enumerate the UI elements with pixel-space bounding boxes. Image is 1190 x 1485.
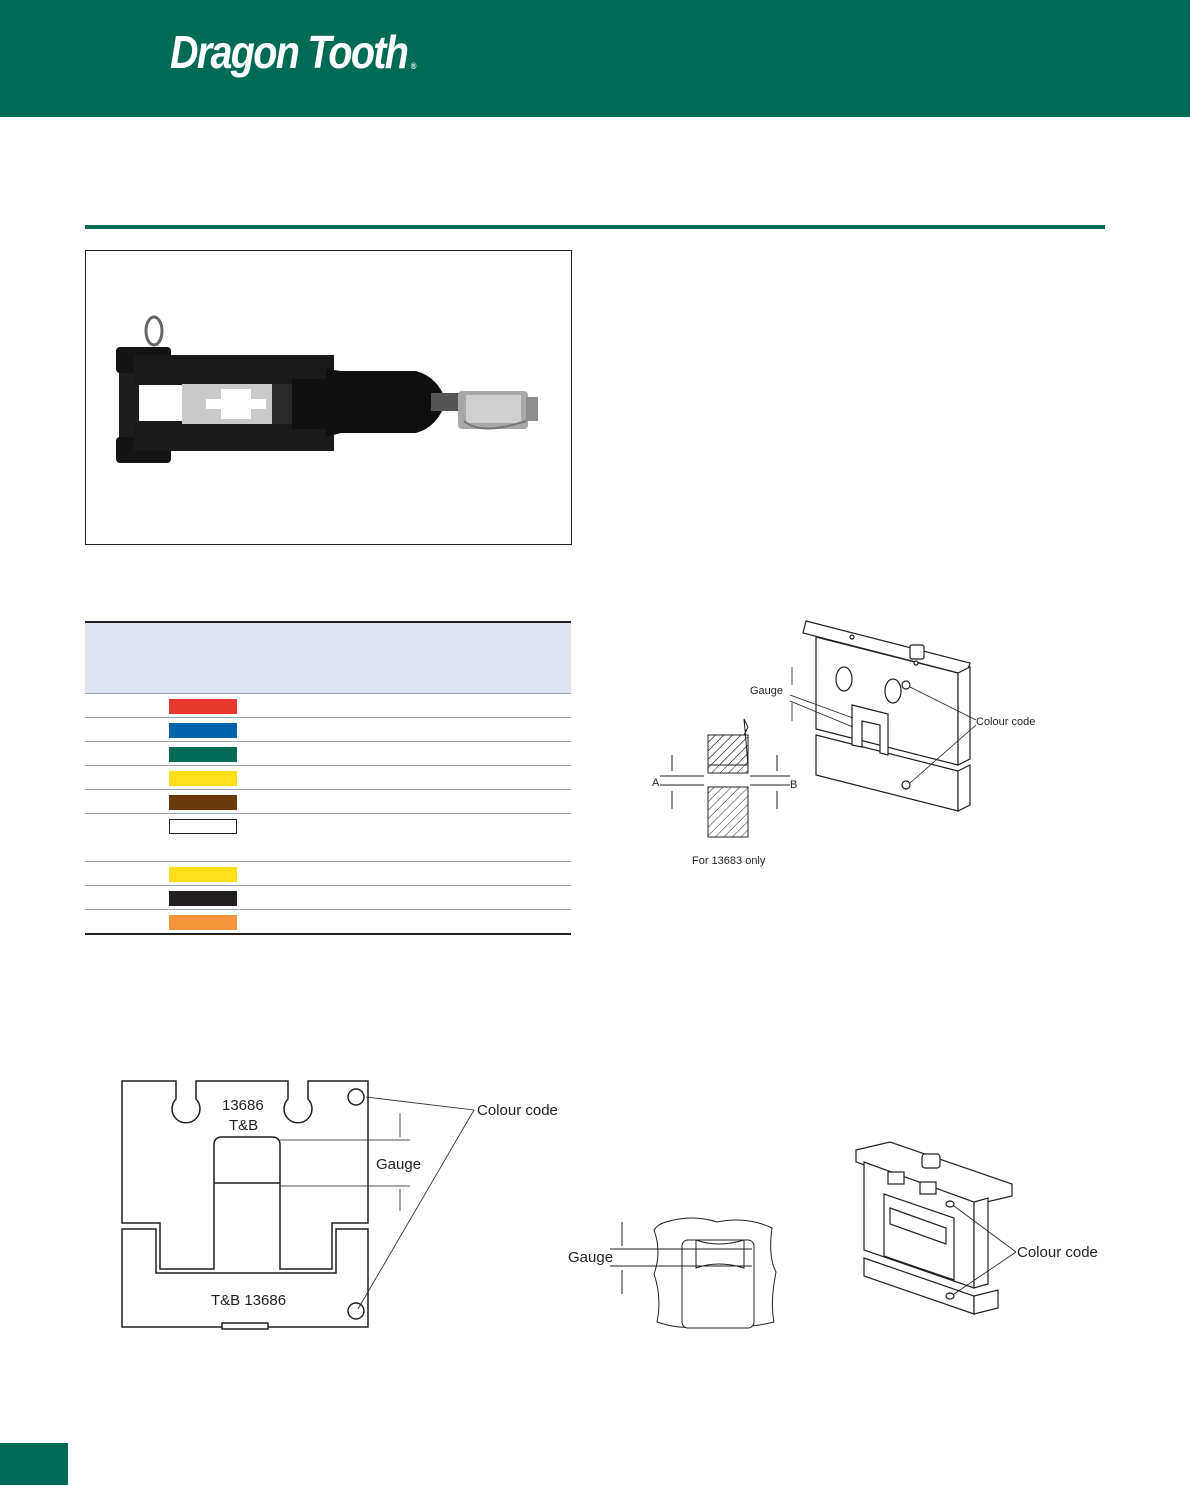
die-part-number-bottom: T&B 13686 [211, 1292, 286, 1309]
gauge-label: Gauge [376, 1156, 421, 1173]
gauge-detail-illustration [610, 1217, 777, 1329]
table-row [85, 742, 571, 766]
colour-swatch [169, 747, 237, 762]
table-row [85, 910, 571, 933]
table-header-row [85, 623, 571, 694]
colour-swatch [169, 771, 237, 786]
colour-swatch [169, 795, 237, 810]
die-cross-section [660, 718, 790, 838]
section-rule [85, 225, 1105, 229]
table-row [85, 766, 571, 790]
colour-swatch [169, 867, 237, 882]
table-body [85, 694, 571, 933]
die-body-illustration [802, 620, 971, 812]
gauge-label: Gauge [568, 1249, 613, 1266]
die-diagram-13683: Gauge Colour code A B For 13683 only [652, 620, 1035, 867]
gauge-label: Gauge [750, 685, 783, 697]
colour-code-table [85, 621, 571, 935]
product-photo [85, 250, 572, 545]
registered-mark: ® [410, 61, 417, 71]
die-part-number: 13686 [222, 1097, 264, 1114]
die-diagram-3d: Colour code [855, 1141, 1098, 1315]
die-3d-illustration [855, 1141, 1013, 1315]
table-row [85, 790, 571, 814]
colour-swatch [169, 819, 237, 834]
table-row [85, 694, 571, 718]
colour-swatch [169, 723, 237, 738]
colour-code-label: Colour code [976, 716, 1035, 728]
colour-code-label: Colour code [1017, 1244, 1098, 1261]
die-face-illustration [121, 1080, 369, 1330]
table-row [85, 886, 571, 910]
colour-swatch [169, 915, 237, 930]
brand-name: Dragon Tooth [170, 26, 409, 78]
colour-swatch [169, 699, 237, 714]
brand-logo: Dragon Tooth® [170, 22, 416, 82]
die-brand-mark: T&B [229, 1117, 258, 1134]
table-row [85, 862, 571, 886]
header-band: Dragon Tooth® [0, 0, 1190, 117]
die-diagram-13686: 13686 T&B T&B 13686 Gauge Colour code [121, 1080, 558, 1330]
footer-tab [0, 1443, 68, 1485]
gauge-detail-diagram: Gauge [568, 1217, 777, 1329]
table-row [85, 814, 571, 862]
colour-swatch [169, 891, 237, 906]
dimension-a-label: A [652, 777, 660, 789]
dimension-b-label: B [790, 779, 797, 791]
table-row [85, 718, 571, 742]
colour-code-label: Colour code [477, 1102, 558, 1119]
hydraulic-crimp-head-image [116, 315, 538, 463]
cross-section-caption: For 13683 only [692, 855, 766, 867]
